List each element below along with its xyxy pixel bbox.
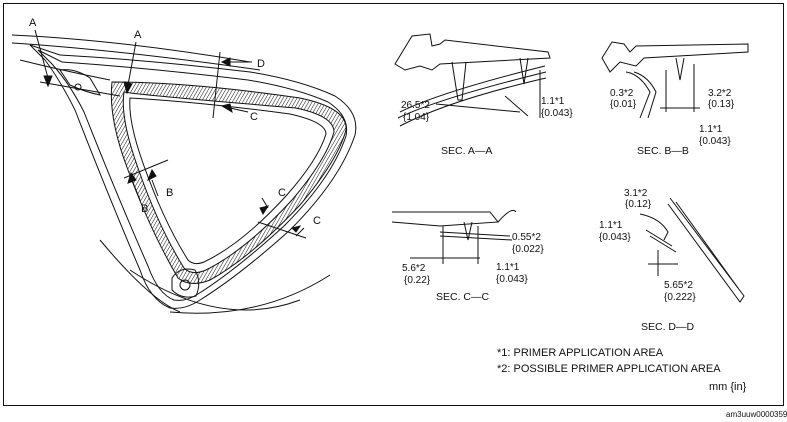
sec-bb-dim3-value: 1.1*1: [699, 124, 723, 135]
figure-code: am3uuw0000359: [726, 410, 787, 419]
sec-bb-dim3-in: {0.043}: [699, 136, 731, 147]
sec-cc-dim3-value: 1.1*1: [496, 262, 520, 273]
callout-c-top: C: [250, 111, 258, 123]
section-cc-labels: 0.55*2 {0.022} 5.6*2 {0.22} 1.1*1 {0.043…: [402, 232, 544, 303]
units-label: mm {in}: [709, 381, 747, 393]
sec-cc-dim2-value: 5.6*2: [402, 263, 426, 274]
section-dd-drawing: [639, 197, 745, 303]
figure-border: [3, 3, 784, 406]
section-markers: [34, 29, 307, 239]
callout-c-right-2: C: [313, 215, 321, 227]
sec-aa-dim2-value: 1.1*1: [541, 96, 565, 107]
section-dd-labels: 3.1*2 {0.12} 1.1*1 {0.043} 5.65*2 {0.222…: [599, 188, 696, 333]
sec-aa-dim2-in: {0.043}: [541, 108, 573, 119]
primer-band-hatched: [110, 81, 347, 284]
sec-dd-dim2-value: 1.1*1: [599, 220, 623, 231]
sec-aa-dim1-value: 26.5*2: [401, 100, 430, 111]
sec-cc-dim3-in: {0.043}: [496, 274, 528, 285]
sec-bb-title: SEC. B—B: [637, 145, 689, 157]
note-possible-primer-application: *2: POSSIBLE PRIMER APPLICATION AREA: [497, 363, 721, 375]
section-aa-drawing: [394, 33, 551, 127]
sec-dd-dim3-value: 5.65*2: [664, 280, 693, 291]
sec-dd-dim2-in: {0.043}: [599, 232, 631, 243]
section-aa-labels: 26.5*2 {1.04} 1.1*1 {0.043} SEC. A—A: [401, 96, 573, 157]
sec-bb-dim1-in: {0.01}: [610, 99, 637, 110]
sec-bb-dim1-value: 0.3*2: [610, 88, 634, 99]
sec-dd-dim1-in: {0.12}: [625, 199, 652, 210]
sec-dd-title: SEC. D—D: [641, 321, 695, 333]
sec-bb-dim2-in: {0.13}: [708, 99, 735, 110]
sec-cc-title: SEC. C—C: [436, 291, 490, 303]
callout-b-1: B: [166, 187, 173, 199]
callout-a-top: A: [134, 29, 142, 41]
section-bb-drawing: [601, 41, 749, 119]
note-primer-application: *1: PRIMER APPLICATION AREA: [497, 347, 664, 359]
section-bb-labels: 0.3*2 {0.01} 3.2*2 {0.13} 1.1*1 {0.043} …: [610, 88, 735, 157]
sec-aa-title: SEC. A—A: [441, 145, 492, 157]
callout-a-left: A: [29, 17, 37, 29]
notes-block: *1: PRIMER APPLICATION AREA *2: POSSIBLE…: [497, 347, 747, 393]
callout-b-2: B: [141, 203, 148, 215]
section-cc-drawing: [391, 209, 517, 264]
sec-cc-dim1-value: 0.55*2: [512, 232, 541, 243]
callout-d: D: [257, 58, 265, 70]
section-callout-letters: A A D C B B C C: [29, 17, 321, 227]
sec-cc-dim1-in: {0.022}: [512, 244, 544, 255]
sec-bb-dim2-value: 3.2*2: [708, 88, 732, 99]
sec-cc-dim2-in: {0.22}: [404, 275, 431, 286]
sec-aa-dim1-in: {1.04}: [403, 112, 430, 123]
sec-dd-dim3-in: {0.222}: [664, 292, 696, 303]
inner-window-outline: [129, 97, 327, 265]
callout-c-right-1: C: [278, 187, 286, 199]
sec-dd-dim1-value: 3.1*2: [624, 188, 648, 199]
